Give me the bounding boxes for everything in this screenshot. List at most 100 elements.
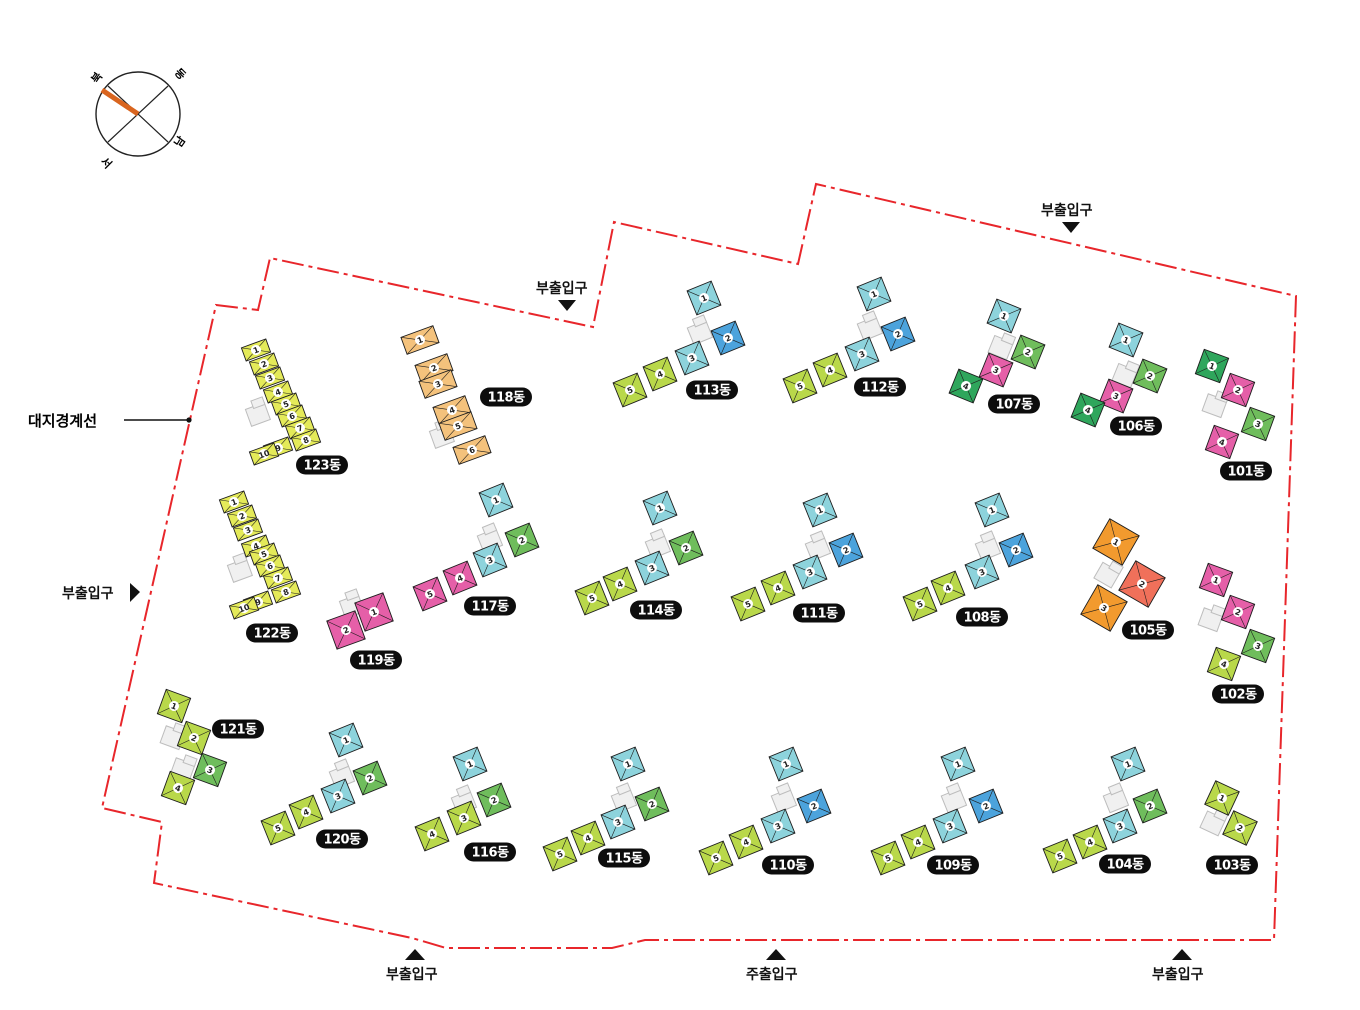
building-label[interactable]: 116동: [464, 842, 516, 862]
building-name: 115동: [605, 852, 643, 867]
unit-2: 2: [968, 788, 1004, 824]
building-label[interactable]: 108동: [956, 607, 1008, 627]
unit-number-badge: [229, 497, 239, 507]
building-label[interactable]: 103동: [1206, 855, 1258, 875]
unit-number-badge: [655, 503, 665, 513]
unit-number-badge: [583, 833, 593, 843]
building-label[interactable]: 112동: [854, 377, 906, 397]
unit-4: 4: [948, 368, 984, 404]
unit-5: 5: [412, 576, 448, 612]
building-label[interactable]: 118동: [480, 387, 532, 407]
building-name: 113동: [693, 384, 731, 399]
unit-number: 2: [648, 799, 657, 809]
unit-3: 3: [844, 336, 880, 372]
building-label[interactable]: 104동: [1099, 854, 1151, 874]
unit-number-badge: [623, 759, 633, 769]
unit-number: 1: [230, 497, 239, 508]
building-label[interactable]: 115동: [598, 848, 650, 868]
unit-number: 6: [266, 561, 275, 572]
unit-number-badge: [1235, 823, 1245, 833]
building-label[interactable]: 101동: [1220, 461, 1272, 481]
unit-number: 2: [1235, 823, 1244, 834]
unit-5: 5: [574, 580, 610, 616]
unit-3: 3: [792, 554, 828, 590]
building-label[interactable]: 102동: [1212, 684, 1264, 704]
label-pill: [1099, 854, 1151, 874]
unit-number-badge: [189, 733, 199, 743]
building-label[interactable]: 110동: [762, 855, 814, 875]
building-label[interactable]: 113동: [686, 380, 738, 400]
building-label[interactable]: 119동: [350, 650, 402, 670]
building-label[interactable]: 109동: [927, 855, 979, 875]
unit-number-badge: [915, 599, 925, 609]
unit-number-badge: [893, 329, 903, 339]
building-label[interactable]: 122동: [246, 623, 298, 643]
unit-number-badge: [273, 387, 283, 397]
unit-4: 4: [288, 794, 324, 830]
unit-2: 2: [998, 532, 1034, 568]
unit-number-badge: [825, 365, 835, 375]
entrance-side-top-left: 부출입구: [536, 280, 588, 311]
building-label[interactable]: 111동: [793, 603, 845, 623]
unit-number-badge: [259, 449, 269, 459]
unit-3: 3: [634, 550, 670, 586]
building-label[interactable]: 123동: [296, 455, 348, 475]
unit-1: 1: [686, 280, 722, 316]
unit-number: 5: [744, 599, 753, 610]
unit-number: 3: [206, 765, 214, 775]
boundary-label: 대지경계선: [28, 412, 97, 430]
unit-8: 8: [290, 428, 322, 452]
unit-number: 1: [1124, 759, 1133, 770]
unit-number: 2: [842, 545, 851, 555]
unit-number-badge: [1211, 575, 1221, 585]
building-core: [1102, 782, 1130, 814]
building-label[interactable]: 117동: [464, 596, 516, 616]
unit-number-badge: [281, 587, 291, 597]
unit-number-badge: [981, 801, 991, 811]
building-label[interactable]: 121동: [212, 719, 264, 739]
unit-number-badge: [1055, 851, 1065, 861]
unit-number: 6: [288, 411, 297, 422]
building-label[interactable]: 114동: [630, 600, 682, 620]
building-label[interactable]: 105동: [1122, 620, 1174, 640]
unit-3: 3: [1102, 808, 1138, 844]
entrance-label: 주출입구: [746, 966, 798, 983]
unit-3: 3: [1240, 406, 1276, 442]
building-label[interactable]: 106동: [1110, 416, 1162, 436]
unit-number: 2: [490, 795, 499, 805]
building-core: [644, 528, 672, 560]
arrow-down-icon: [558, 300, 576, 311]
unit-number-badge: [205, 765, 215, 775]
building-label[interactable]: 107동: [988, 394, 1040, 414]
label-pill: [1206, 855, 1258, 875]
building-label[interactable]: 120동: [316, 829, 368, 849]
unit-number: 2: [682, 543, 691, 553]
compass-north-needle-icon: [100, 87, 140, 117]
unit-number-badge: [1111, 391, 1121, 401]
unit-1: 1: [400, 325, 440, 355]
building-name: 114동: [637, 604, 675, 619]
